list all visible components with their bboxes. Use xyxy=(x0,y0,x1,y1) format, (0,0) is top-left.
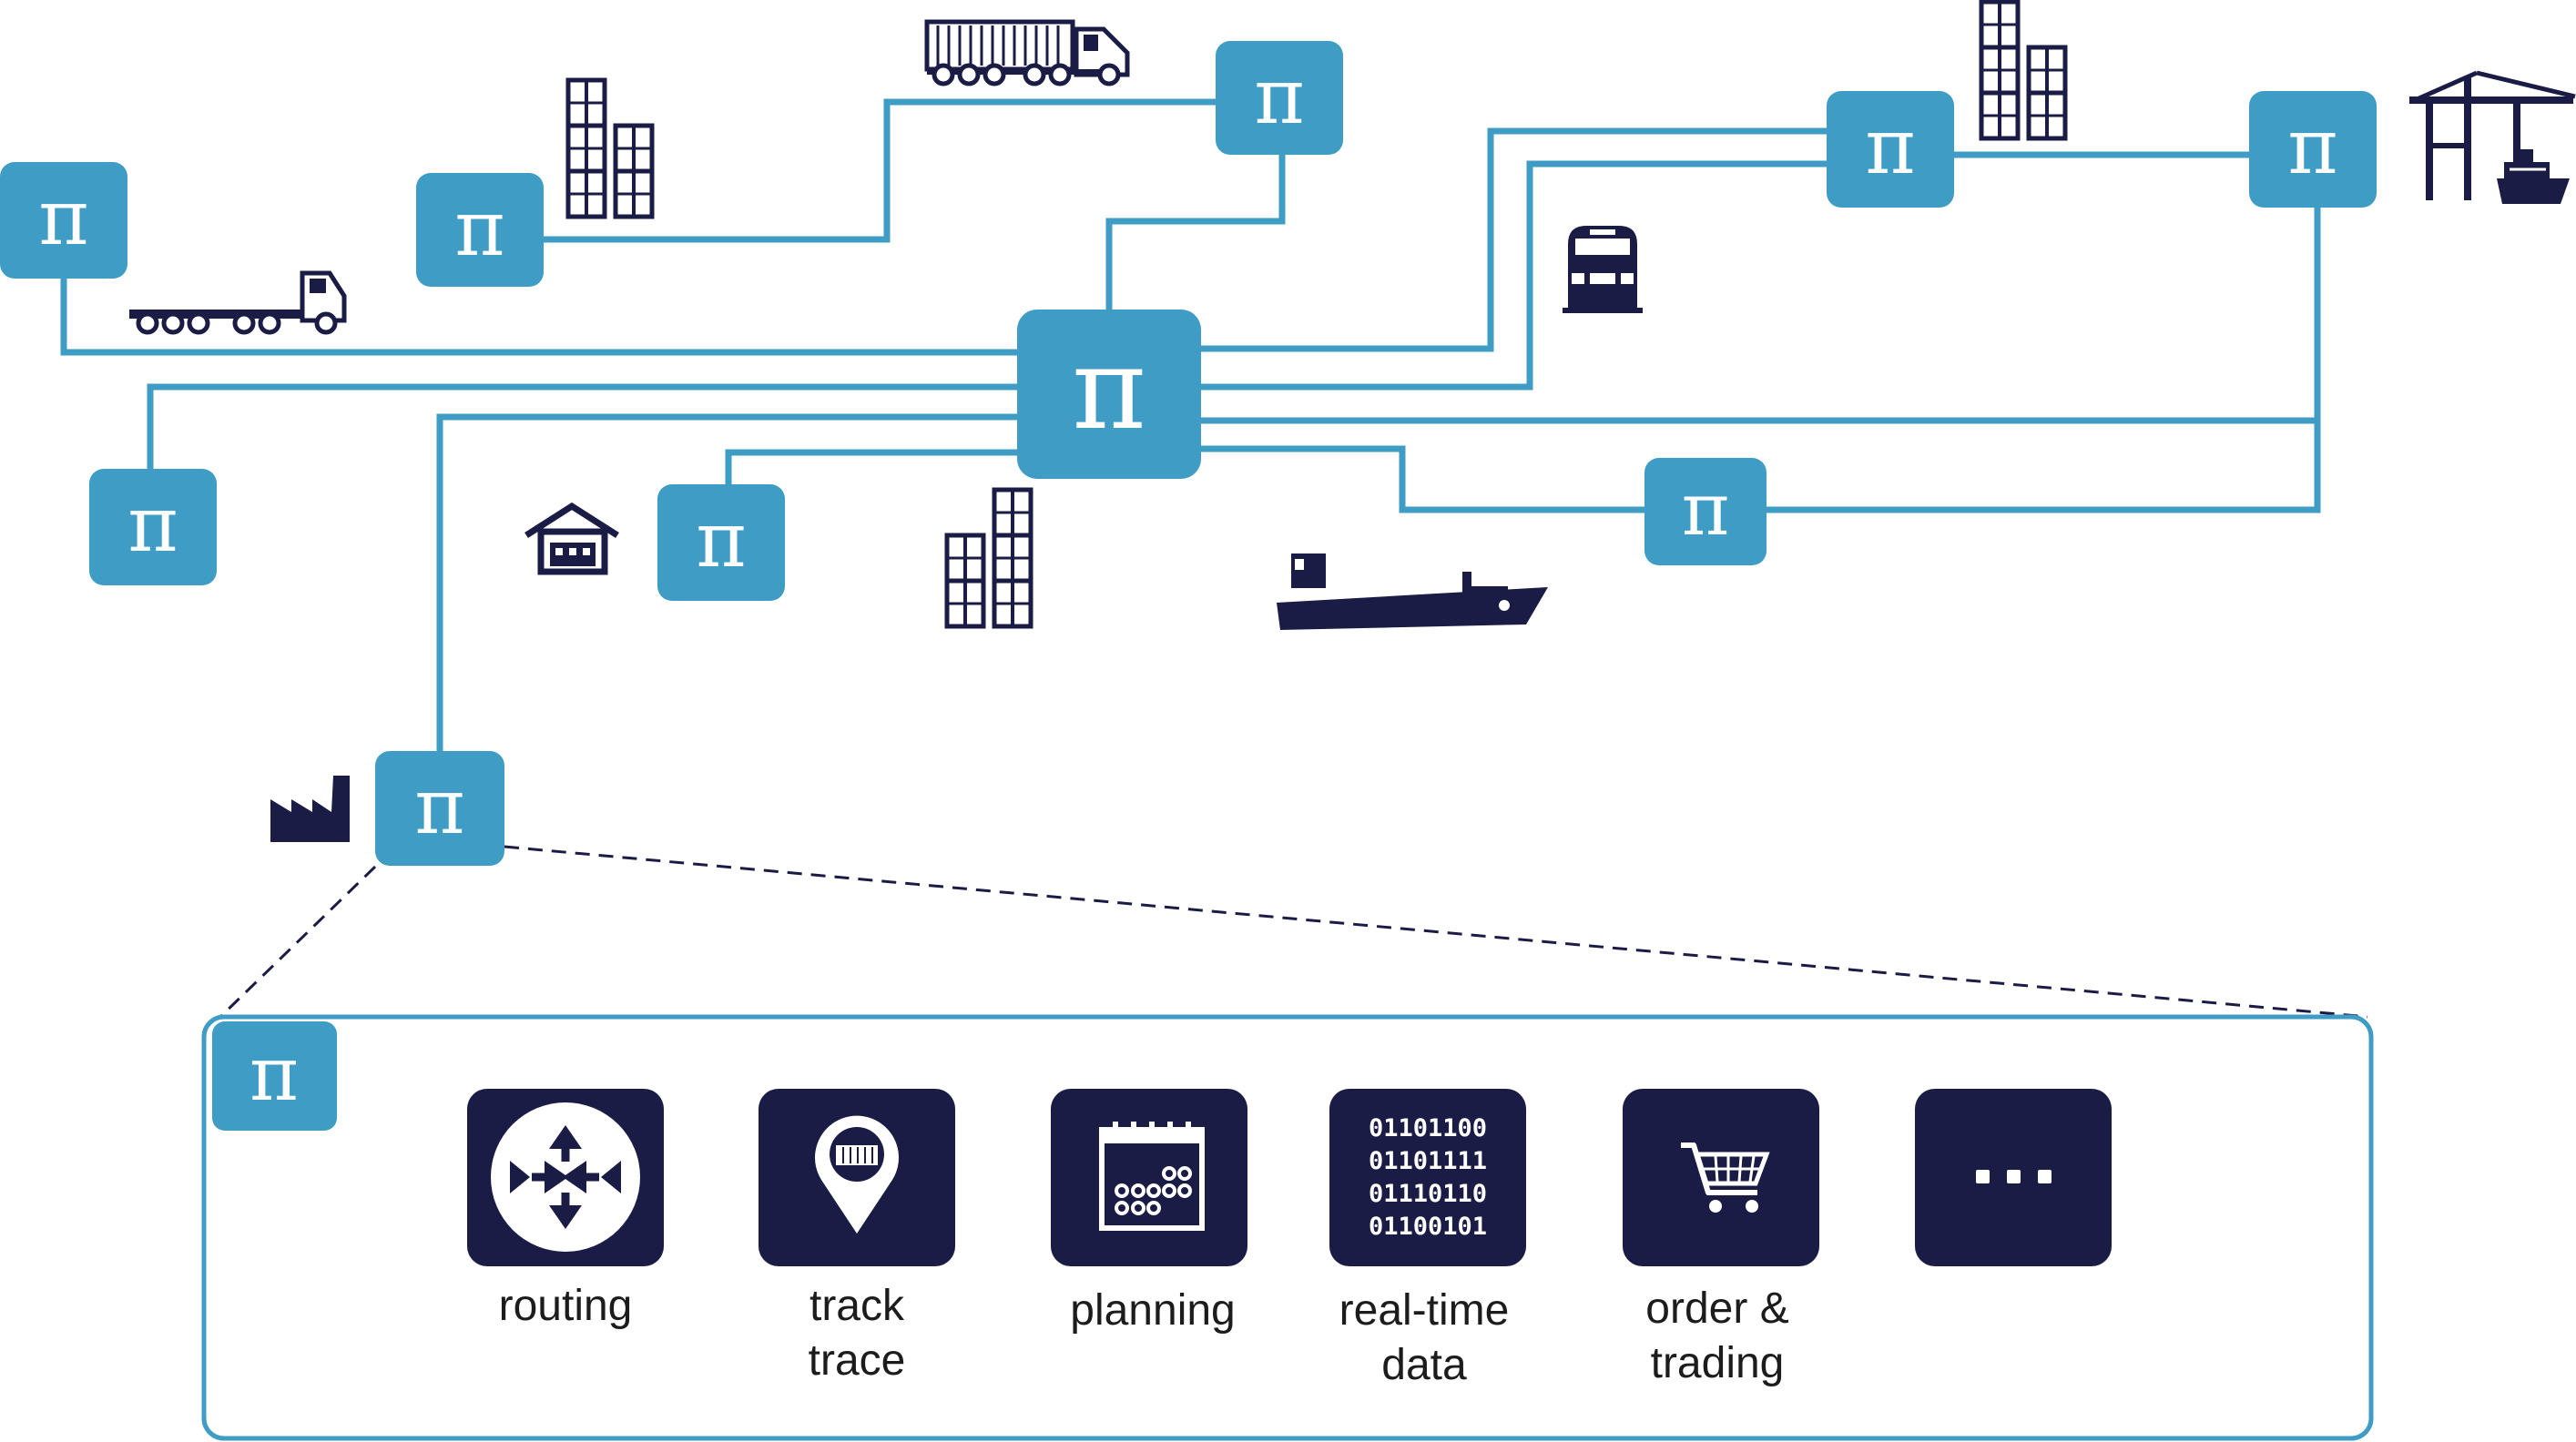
pi-symbol: π xyxy=(249,1031,299,1118)
service-panel: π routing xyxy=(201,1014,2374,1441)
port-crane-icon xyxy=(2409,70,2576,204)
link-hub-node-right-1b xyxy=(1200,160,1828,391)
service-order-trading: order & trading xyxy=(1623,1089,1819,1387)
routing-icon xyxy=(491,1102,640,1252)
link-hub-node-right-1a xyxy=(1200,127,1828,352)
pi-symbol: π xyxy=(1865,102,1915,191)
truck-icon xyxy=(129,270,347,335)
pi-node-panel: π xyxy=(212,1021,337,1131)
link-node-top-center-node-containers xyxy=(542,98,1216,243)
planning-icon xyxy=(1099,1122,1205,1231)
service-track-trace: track trace xyxy=(759,1089,955,1385)
pi-symbol: π xyxy=(696,495,746,584)
service-label: routing xyxy=(499,1282,633,1330)
container-stack-icon xyxy=(1981,2,2065,138)
pi-node-port: π xyxy=(2249,91,2377,208)
ship-icon xyxy=(1277,553,1548,630)
service-panel-frame xyxy=(201,1014,2374,1441)
container-stack-icon xyxy=(947,490,1031,626)
container-stack-icon xyxy=(568,80,652,217)
pi-node-containers: π xyxy=(416,173,544,287)
more-icon xyxy=(1976,1170,2052,1183)
pi-symbol: π xyxy=(38,173,88,262)
service-label: trading xyxy=(1651,1339,1785,1387)
train-icon xyxy=(1563,226,1643,313)
pi-node-left-top: π xyxy=(0,162,127,279)
pi-symbol: π xyxy=(127,480,178,569)
binary-row: 01110110 xyxy=(1369,1180,1487,1208)
link-node-right-low-loop xyxy=(1765,421,2321,513)
zoom-connector xyxy=(219,845,2368,1019)
warehouse-icon xyxy=(524,502,619,575)
pi-symbol: π xyxy=(1682,467,1730,552)
binary-row: 01100101 xyxy=(1369,1213,1487,1241)
network-links xyxy=(60,98,2321,756)
pi-symbol: π xyxy=(1254,52,1304,141)
link-hub-node-left-top xyxy=(60,269,1020,356)
binary-row: 01101111 xyxy=(1369,1147,1487,1175)
service-label: planning xyxy=(1070,1286,1236,1335)
factory-icon xyxy=(270,776,350,842)
pi-nodes: π π π π π π π π xyxy=(0,41,2377,866)
pi-symbol: π xyxy=(1072,324,1146,455)
service-label: order & xyxy=(1645,1285,1788,1333)
pi-node-warehouse: π xyxy=(657,484,785,601)
service-planning: planning xyxy=(1051,1089,1247,1335)
service-real-time-data: 01101100 01101111 01110110 01100101 real… xyxy=(1329,1089,1526,1389)
container-truck-icon xyxy=(924,19,1130,86)
service-label: data xyxy=(1381,1341,1467,1389)
pi-symbol: π xyxy=(2287,102,2337,191)
link-hub-node-left-mid xyxy=(147,383,1020,473)
cart-icon xyxy=(1681,1142,1770,1213)
pi-node-right-low: π xyxy=(1644,458,1767,565)
service-more xyxy=(1915,1089,2112,1266)
pi-symbol: π xyxy=(454,184,504,273)
pi-node-hub: π xyxy=(1017,310,1201,479)
service-label: real-time xyxy=(1339,1286,1510,1335)
link-hub-node-right-low xyxy=(1200,445,1646,513)
service-label: track xyxy=(809,1282,905,1330)
binary-data-icon: 01101100 01101111 01110110 01100101 xyxy=(1369,1114,1487,1241)
link-hub-node-warehouse xyxy=(725,449,1020,487)
pi-node-right-1: π xyxy=(1827,91,1954,208)
link-hub-node-top-center xyxy=(1105,155,1286,310)
pi-symbol: π xyxy=(414,762,464,851)
pi-node-top-center: π xyxy=(1216,41,1343,155)
pi-node-left-mid: π xyxy=(89,469,217,585)
track-trace-icon xyxy=(815,1115,900,1234)
service-label: trace xyxy=(809,1336,906,1385)
binary-row: 01101100 xyxy=(1369,1114,1487,1142)
pi-node-factory: π xyxy=(375,751,504,866)
service-routing: routing xyxy=(467,1089,664,1330)
link-hub-node-factory xyxy=(436,413,1020,756)
